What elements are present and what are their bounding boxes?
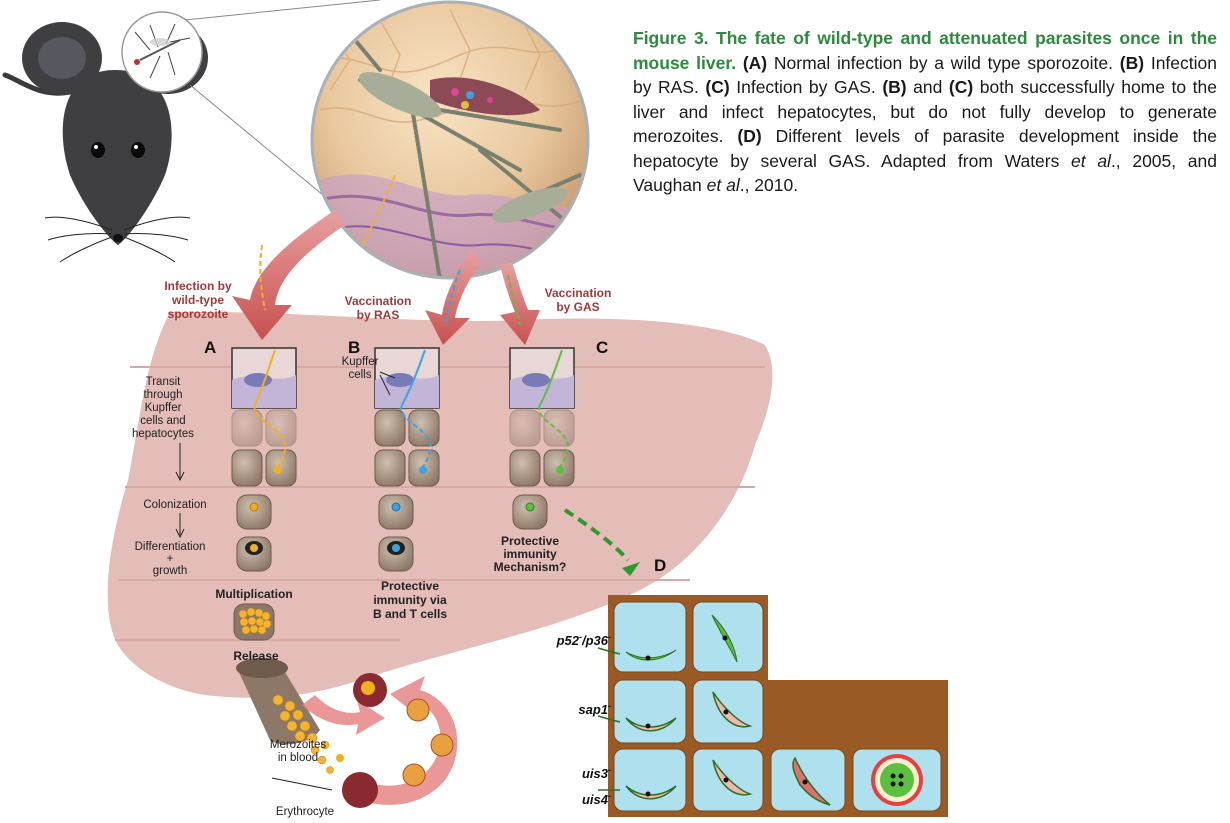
protective-mech-line3: Mechanism? [494, 560, 567, 574]
kupffer-line2: cells [348, 369, 371, 381]
transit-line1: Transit [146, 376, 182, 388]
protective-mech-line2: immunity [503, 547, 557, 561]
cell-r1c1 [614, 602, 686, 672]
panel-d-grid [608, 586, 948, 817]
transit-line3: Kupffer [145, 402, 182, 414]
transit-line2: through [143, 389, 182, 401]
panel-d-label: D [654, 556, 666, 575]
infection-wt-line3: sporozoite [168, 307, 229, 321]
differentiation-line2: + [167, 553, 174, 565]
differentiation-line1: Differentiation [135, 541, 206, 553]
zoom-line-top [185, 0, 380, 20]
infection-wt-line1: Infection by [164, 279, 232, 293]
cell-r2c1 [614, 680, 686, 743]
panel-c-label: C [596, 338, 608, 357]
mosquito-inset-circle [122, 12, 202, 92]
vacc-gas-line2: by GAS [556, 300, 599, 314]
cell-r3c1 [614, 749, 686, 811]
infection-wt-line2: wild-type [171, 293, 224, 307]
kupffer-line1: Kupffer [342, 356, 379, 368]
release-label: Release [233, 649, 279, 663]
merozoites-line2: in blood [278, 752, 318, 764]
label-p52-p36: p52-/p36- [556, 632, 611, 648]
label-uis3: uis3- [582, 765, 611, 781]
protective-mech-line1: Protective [501, 534, 559, 548]
panel-a-label: A [204, 338, 216, 357]
erythrocyte-label: Erythrocyte [276, 806, 334, 818]
vacc-ras-line2: by RAS [357, 308, 400, 322]
column-c-inset [510, 348, 574, 408]
skin-bite-circle [312, 2, 600, 290]
transit-line5: hepatocytes [132, 428, 194, 440]
panel-b-label: B [348, 338, 360, 357]
protective-bt-line3: B and T cells [373, 607, 447, 621]
multiplication-cluster [234, 604, 274, 640]
label-uis4: uis4- [582, 791, 611, 807]
differentiation-line3: growth [153, 565, 188, 577]
label-sap1: sap1- [578, 701, 611, 717]
figure-caption: Figure 3. The fate of wild-type and atte… [633, 26, 1217, 198]
column-a-inset [232, 348, 296, 408]
vacc-ras-line1: Vaccination [345, 294, 412, 308]
transit-line4: cells and [140, 415, 185, 427]
vacc-gas-line1: Vaccination [545, 286, 612, 300]
multiplication-label: Multiplication [215, 587, 292, 601]
protective-bt-line2: immunity via [373, 593, 447, 607]
colonization-label: Colonization [143, 499, 206, 511]
protective-bt-line1: Protective [381, 579, 439, 593]
column-b-inset [375, 348, 439, 408]
merozoites-line1: Merozoites [270, 739, 326, 751]
